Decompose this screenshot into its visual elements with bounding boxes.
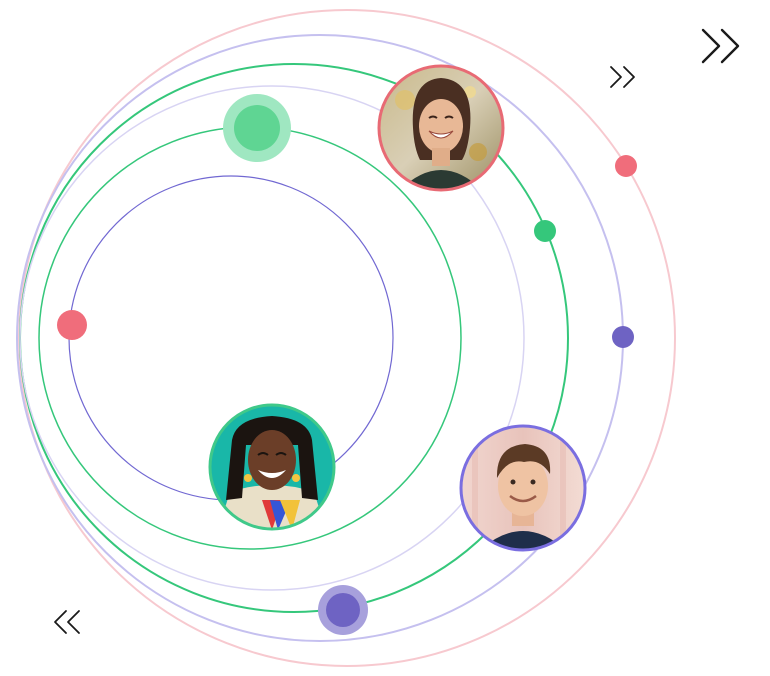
chevrons-left-icon: [54, 610, 80, 634]
dot-pink-right: [615, 155, 637, 177]
planet-green: [234, 105, 280, 151]
orbit-ring-light-lavender: [19, 85, 525, 591]
dot-green-right: [534, 220, 556, 242]
orbit-ring-pink: [18, 9, 676, 667]
avatar-woman-laughing: [377, 64, 505, 192]
dot-indigo-right: [612, 326, 634, 348]
dot-pink-left: [57, 310, 87, 340]
planet-indigo: [326, 593, 360, 627]
avatar-man-smiling: [459, 424, 587, 552]
chevrons-right-icon: [610, 66, 635, 88]
chevrons-right-icon: [701, 28, 740, 64]
avatar-woman-braids: [208, 403, 336, 531]
